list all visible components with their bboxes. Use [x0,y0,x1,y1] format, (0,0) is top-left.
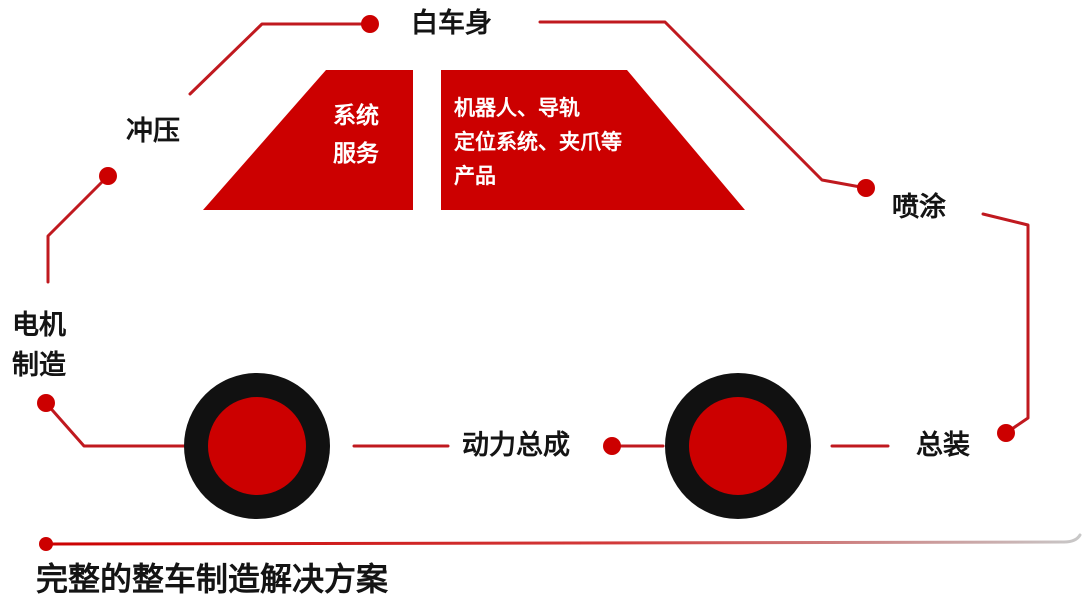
label-products-line1: 机器人、导轨 [454,96,580,120]
roof-right-line [538,20,868,190]
label-body-in-white: 白车身 [411,8,492,39]
rear-pillar-line [46,174,110,284]
label-final-assembly: 总装 [916,430,970,461]
roof-left-line [188,22,364,96]
front-window [441,70,745,210]
front-wheel [665,373,811,519]
rear-window [203,70,413,210]
rear-bumper-line [44,401,188,448]
dot-motor [37,394,55,412]
dot-stamping [99,167,117,185]
dot-powertrain [603,437,621,455]
dot-painting [857,179,875,197]
hood-line [981,212,1030,435]
diagram-title: 完整的整车制造解决方案 [36,560,389,598]
label-powertrain: 动力总成 [462,430,570,461]
label-products-line3: 产品 [454,164,496,188]
label-products-line2: 定位系统、夹爪等 [454,130,622,154]
baseline [44,533,1082,546]
label-system-service-line1: 系统 [333,103,379,129]
dot-final-assembly [997,424,1015,442]
label-motor-line1: 电机 [12,310,66,341]
dot-body-in-white [361,15,379,33]
label-stamping: 冲压 [126,116,180,147]
rear-wheel [184,373,330,519]
label-motor-line2: 制造 [12,350,66,381]
label-system-service-line2: 服务 [333,141,379,167]
label-painting: 喷涂 [892,192,946,223]
